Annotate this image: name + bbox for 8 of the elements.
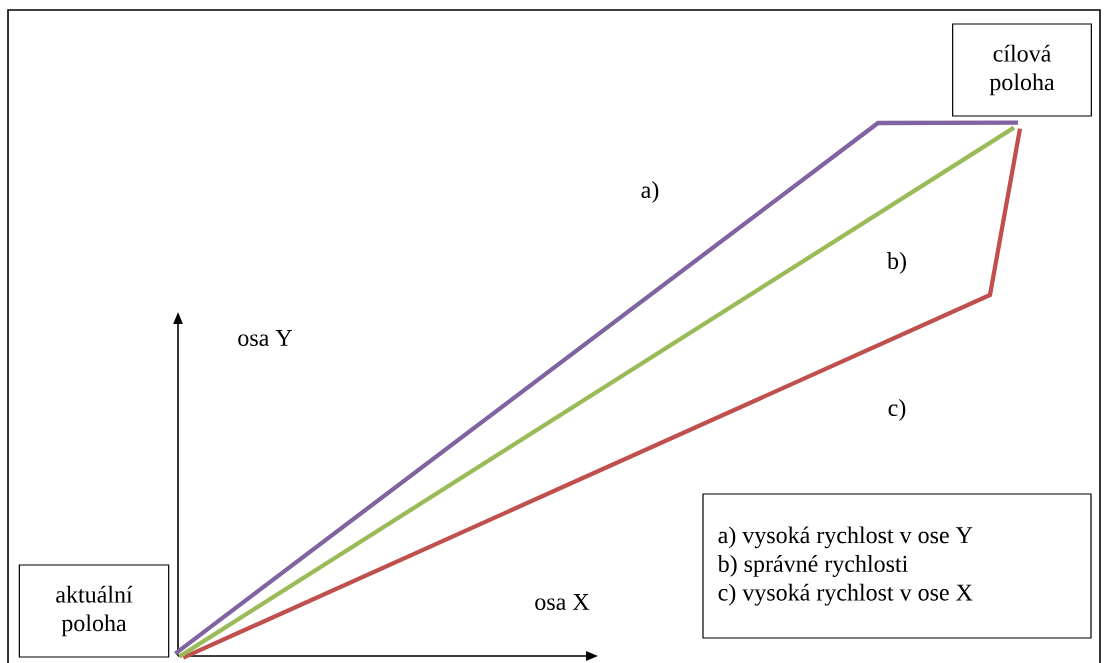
path-label: a) (641, 181, 659, 203)
position-box: cílová poloha (952, 23, 1092, 117)
axis-label: osa X (535, 594, 590, 610)
path-label: c) (888, 399, 906, 421)
position-box: aktuální poloha (18, 564, 170, 658)
legend-box: a) vysoká rychlost v ose Y b) správné rychlosti c) vysoká rychlost v ose X (702, 493, 1092, 639)
axis-label: osa Y (238, 330, 293, 346)
path-label: b) (887, 252, 906, 274)
